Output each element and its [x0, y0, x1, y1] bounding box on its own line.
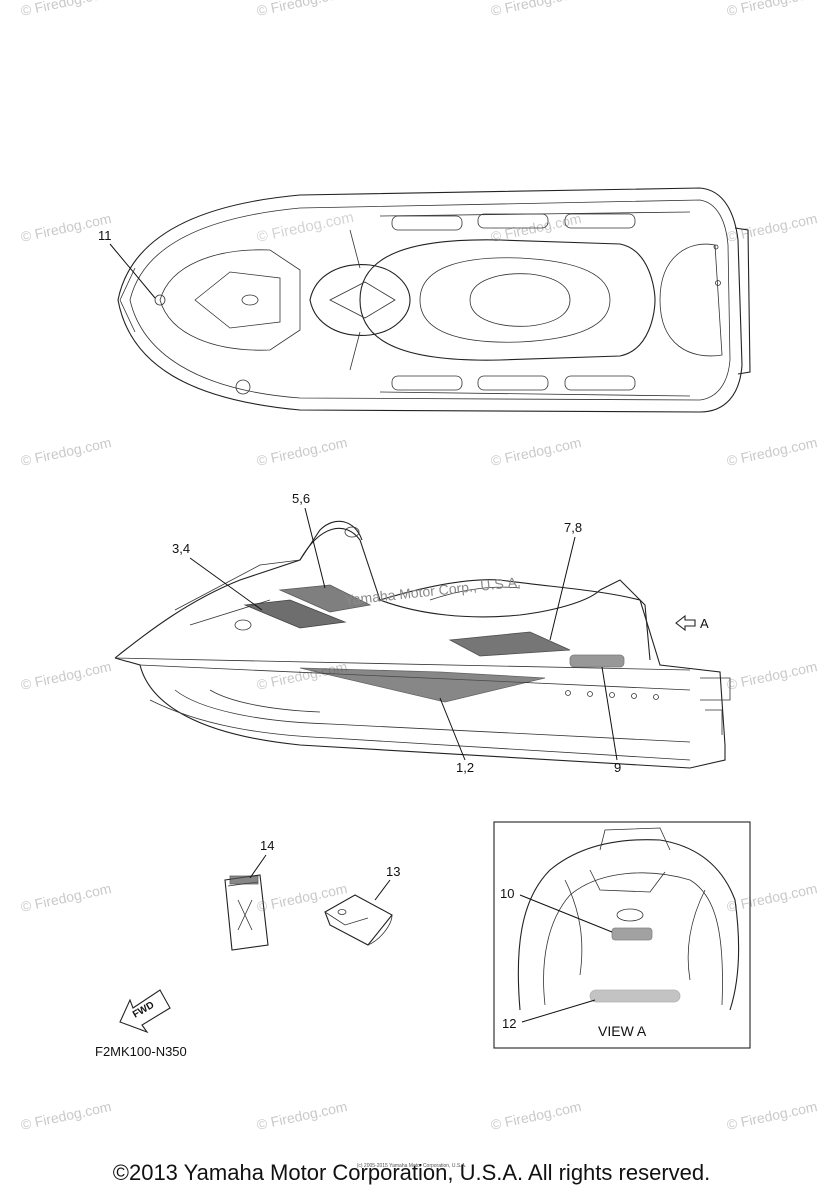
decal-3-4	[243, 599, 347, 629]
side-view-hull	[114, 520, 731, 769]
side-decals	[243, 584, 625, 703]
leader-7-8	[549, 536, 576, 641]
seat-outline	[359, 239, 656, 361]
watermark: © Firedog.com	[19, 1098, 112, 1133]
leader-10	[519, 894, 613, 933]
decal-5-6	[278, 584, 372, 613]
callout-1-2: 1,2	[456, 760, 474, 775]
callout-10: 10	[500, 886, 514, 901]
leader-9	[601, 666, 618, 761]
part-14-decal-sheet	[224, 874, 269, 951]
leader-11	[109, 243, 156, 299]
watermark: © Firedog.com	[489, 1098, 582, 1133]
callout-14: 14	[260, 838, 274, 853]
deck-outline	[114, 527, 726, 746]
watermark: © Firedog.com	[725, 1098, 818, 1133]
watermark: © Firedog.com	[725, 0, 818, 19]
callout-12: 12	[502, 1016, 516, 1031]
watermark: © Firedog.com	[255, 1098, 348, 1133]
decal-10	[611, 927, 653, 941]
leader-3-4	[189, 557, 263, 611]
leader-12	[521, 999, 596, 1023]
fwd-arrow: FWD	[119, 989, 171, 1034]
watermark-grid: © Firedog.com © Firedog.com © Firedog.co…	[19, 0, 818, 1133]
watermark: © Firedog.com	[19, 658, 112, 693]
callout-5-6: 5,6	[292, 491, 310, 506]
copyright-footer: ©2013 Yamaha Motor Corporation, U.S.A. A…	[112, 1160, 711, 1185]
arrow-left-icon	[675, 614, 696, 632]
overlay-company: Yamaha Motor Corp., U.S.A.	[344, 574, 522, 608]
watermark: © Firedog.com	[255, 0, 348, 19]
part-13-pouch	[324, 894, 393, 946]
callout-3-4: 3,4	[172, 541, 190, 556]
callout-7-8: 7,8	[564, 520, 582, 535]
hull-outline	[117, 187, 743, 413]
watermark: © Firedog.com	[255, 880, 348, 915]
view-a-frame	[493, 821, 751, 1049]
watermark: © Firedog.com	[725, 210, 818, 245]
watermark: © Firedog.com	[255, 434, 348, 469]
top-view-hull	[117, 187, 751, 413]
view-a-arrow: A	[675, 614, 709, 632]
watermark: © Firedog.com	[725, 658, 818, 693]
decal-7-8	[448, 631, 571, 657]
decal-9	[569, 654, 625, 668]
watermark: © Firedog.com	[489, 0, 582, 19]
watermark: © Firedog.com	[19, 434, 112, 469]
watermark: © Firedog.com	[19, 880, 112, 915]
tiny-copyright: (c) 2005-2015 Yamaha Motor Corporation, …	[356, 1163, 467, 1169]
watermark: © Firedog.com	[489, 434, 582, 469]
view-a-box	[493, 821, 751, 1049]
watermark: © Firedog.com	[725, 434, 818, 469]
leader-1-2	[439, 697, 466, 761]
callout-9: 9	[614, 760, 621, 775]
leader-5-6	[304, 507, 326, 589]
bow-eye	[154, 294, 166, 306]
fwd-arrow-icon	[119, 989, 171, 1034]
part-code: F2MK100-N350	[95, 1044, 187, 1059]
leader-14	[249, 854, 267, 879]
view-a-label: VIEW A	[598, 1023, 647, 1039]
overlay-watermark: © Firedog.com	[255, 209, 355, 246]
callout-13: 13	[386, 864, 400, 879]
leader-13	[374, 879, 391, 901]
callout-a: A	[700, 616, 709, 631]
callout-11: 11	[98, 228, 112, 243]
decal-1-2	[299, 667, 546, 703]
decal-12	[589, 989, 681, 1003]
watermark: © Firedog.com	[19, 0, 112, 19]
fwd-label: FWD	[131, 1000, 156, 1021]
watermark: © Firedog.com	[725, 880, 818, 915]
